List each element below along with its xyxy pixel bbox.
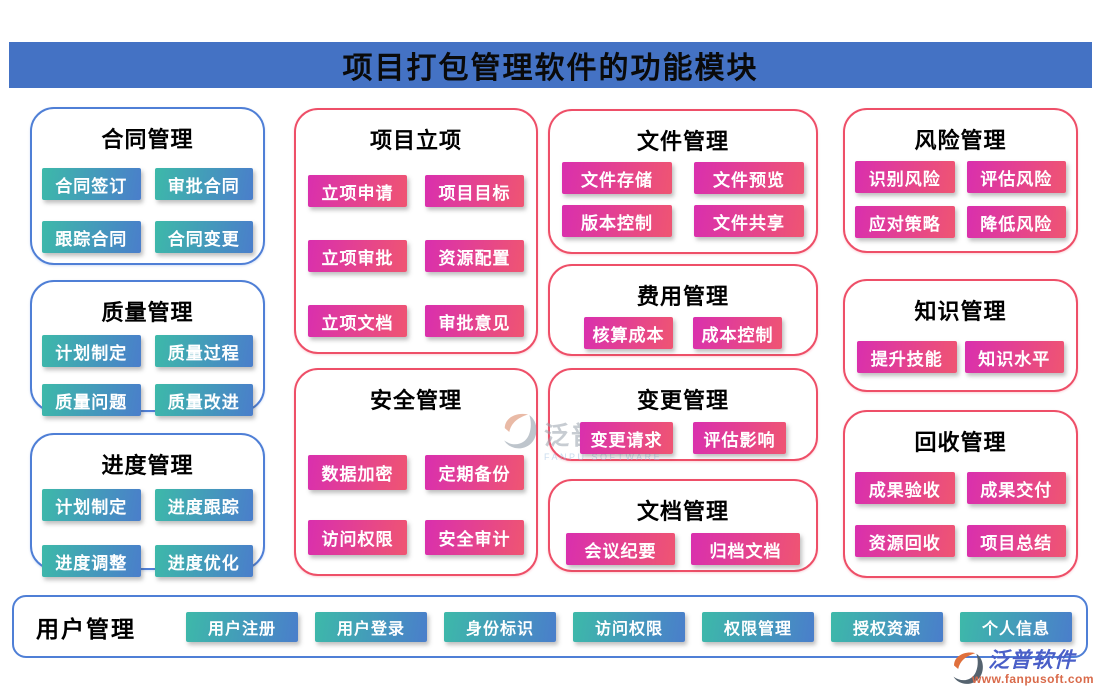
module-button[interactable]: 文件共享	[694, 205, 804, 237]
module-button[interactable]: 进度跟踪	[154, 489, 253, 521]
module-card-knowledge: 知识管理 提升技能 知识水平	[843, 279, 1078, 392]
module-card-security: 安全管理 数据加密 定期备份 访问权限 安全审计	[294, 368, 538, 576]
module-button[interactable]: 版本控制	[562, 205, 672, 237]
module-button[interactable]: 合同签订	[42, 168, 141, 200]
module-title: 回收管理	[914, 430, 1007, 455]
module-button[interactable]: 合同变更	[154, 221, 253, 253]
module-button[interactable]: 审批合同	[154, 168, 253, 200]
module-button[interactable]: 成果交付	[966, 472, 1066, 504]
module-title: 质量管理	[101, 300, 194, 325]
module-button[interactable]: 立项文档	[308, 305, 407, 337]
module-card-quality: 质量管理 计划制定 质量过程 质量问题 质量改进	[30, 280, 265, 416]
module-button[interactable]: 立项审批	[308, 240, 407, 272]
user-button[interactable]: 访问权限	[573, 611, 685, 642]
module-button[interactable]: 评估影响	[693, 422, 786, 454]
module-button[interactable]: 项目目标	[425, 175, 524, 207]
module-button[interactable]: 评估风险	[966, 161, 1066, 193]
module-button[interactable]: 质量过程	[154, 335, 253, 367]
module-title: 知识管理	[914, 299, 1007, 324]
module-title: 费用管理	[636, 284, 729, 309]
module-button[interactable]: 跟踪合同	[42, 221, 141, 253]
module-button[interactable]: 质量问题	[42, 384, 141, 416]
module-card-initiation: 项目立项 立项申请 项目目标 立项审批 资源配置 立项文档 审批意见	[294, 108, 538, 354]
module-button[interactable]: 会议纪要	[566, 533, 675, 565]
module-card-doc: 文档管理 会议纪要 归档文档	[548, 479, 818, 572]
module-card-file: 文件管理 文件存储 文件预览 版本控制 文件共享	[548, 109, 818, 254]
module-button[interactable]: 识别风险	[855, 161, 955, 193]
brand-logo: 泛普软件 www.fanpusoft.com	[948, 648, 1094, 689]
user-button[interactable]: 授权资源	[831, 611, 943, 642]
user-button[interactable]: 用户登录	[315, 611, 427, 642]
module-card-contract: 合同管理 合同签订 审批合同 跟踪合同 合同变更	[30, 107, 265, 265]
module-button[interactable]: 成果验收	[855, 472, 955, 504]
module-title: 文档管理	[636, 499, 729, 524]
user-panel-title: 用户管理	[36, 616, 136, 642]
module-button[interactable]: 计划制定	[42, 489, 141, 521]
page-title: 项目打包管理软件的功能模块	[342, 52, 759, 85]
title-banner: 项目打包管理软件的功能模块	[9, 42, 1092, 88]
module-button[interactable]: 成本控制	[693, 317, 782, 349]
module-title: 安全管理	[369, 388, 462, 413]
watermark-subtext: FANPU SOFTWARE	[544, 452, 663, 462]
module-button[interactable]: 立项申请	[308, 175, 407, 207]
module-card-change: 变更管理 变更请求 评估影响	[548, 368, 818, 461]
module-button[interactable]: 文件存储	[562, 162, 672, 194]
module-title: 文件管理	[636, 129, 729, 154]
module-button[interactable]: 项目总结	[966, 525, 1066, 557]
module-title: 项目立项	[369, 128, 462, 153]
module-button[interactable]: 提升技能	[857, 341, 957, 373]
module-button[interactable]: 核算成本	[584, 317, 673, 349]
module-card-risk: 风险管理 识别风险 评估风险 应对策略 降低风险	[843, 108, 1078, 253]
user-button[interactable]: 用户注册	[186, 611, 298, 642]
brand-url: www.fanpusoft.com	[971, 672, 1094, 687]
module-button[interactable]: 资源配置	[425, 240, 524, 272]
module-button[interactable]: 资源回收	[855, 525, 955, 557]
module-button[interactable]: 进度优化	[154, 545, 253, 577]
module-button[interactable]: 安全审计	[425, 520, 524, 555]
module-title: 合同管理	[101, 127, 194, 152]
module-button[interactable]: 数据加密	[308, 455, 407, 490]
module-button[interactable]: 计划制定	[42, 335, 141, 367]
module-title: 变更管理	[636, 388, 729, 413]
module-button[interactable]: 访问权限	[308, 520, 407, 555]
module-title: 风险管理	[914, 128, 1007, 153]
module-button[interactable]: 降低风险	[966, 206, 1066, 238]
module-card-recycle: 回收管理 成果验收 成果交付 资源回收 项目总结	[843, 410, 1078, 578]
module-button[interactable]: 定期备份	[425, 455, 524, 490]
module-title: 进度管理	[101, 453, 194, 478]
brand-name: 泛普软件	[987, 648, 1076, 672]
fanpu-logo-icon	[953, 652, 983, 684]
module-card-progress: 进度管理 计划制定 进度跟踪 进度调整 进度优化	[30, 433, 265, 577]
module-button[interactable]: 应对策略	[855, 206, 955, 238]
user-button[interactable]: 身份标识	[444, 611, 556, 642]
module-button[interactable]: 进度调整	[42, 545, 141, 577]
user-button[interactable]: 个人信息	[960, 611, 1072, 642]
module-button[interactable]: 知识水平	[964, 341, 1064, 373]
module-button[interactable]: 文件预览	[694, 162, 804, 194]
module-card-cost: 费用管理 核算成本 成本控制	[548, 264, 818, 356]
user-management-panel: 用户管理 用户注册 用户登录 身份标识 访问权限 权限管理 授权资源 个人信息	[12, 595, 1088, 658]
module-button[interactable]: 质量改进	[154, 384, 253, 416]
fanpu-logo-icon	[504, 413, 537, 449]
module-button[interactable]: 审批意见	[425, 305, 524, 337]
module-button[interactable]: 变更请求	[580, 422, 673, 454]
module-button[interactable]: 归档文档	[691, 533, 800, 565]
user-button[interactable]: 权限管理	[702, 611, 814, 642]
